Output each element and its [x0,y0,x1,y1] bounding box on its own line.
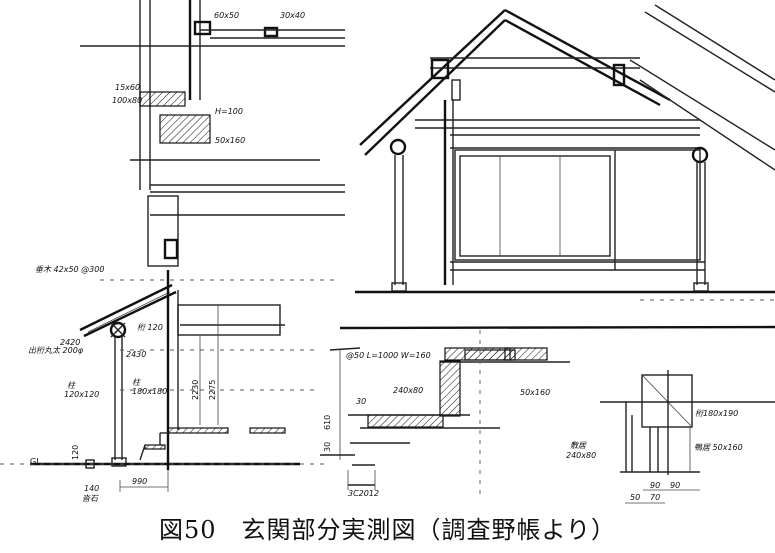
label-bottom-dims: 3C2012 [348,489,379,498]
label-height-beam: 2430 [126,350,146,359]
label-floor-board: 50x160 [520,388,550,397]
label-post-1-name: 柱 [67,381,76,390]
label-dim-1: 90 [650,481,660,490]
label-beam-top-1: 60x50 [214,11,239,20]
step-detail-drawing [320,325,775,500]
label-dim-3: 50 [630,493,640,502]
label-plinth-height: 120 [71,445,80,460]
label-span: 990 [132,477,147,486]
label-height-eave: 2420 [60,338,80,347]
label-step-2: 30 [323,442,332,452]
label-hip: 桁 120 [137,323,163,332]
figure-caption: 図50 玄関部分実測図（調査野帳より） [158,516,617,544]
label-post-2-size: 180x180 [132,387,167,396]
dimension-labels: 60x50 30x40 15x60 100x80 H=100 50x160 垂木… [28,11,743,503]
label-rafter: 垂木 42x50 @300 [35,265,104,274]
label-beam: 桁180x190 [695,409,738,418]
label-ground-line: GL [30,457,41,466]
label-member-2: 100x80 [112,96,142,105]
label-height-1: 2230 [191,380,200,400]
label-dim-2: 90 [670,481,680,490]
label-stone-name: 沓石 [82,494,100,503]
label-stone-width: 140 [84,484,99,493]
label-lintel: 鴨居 50x160 [694,443,743,452]
label-member-4: 50x160 [215,136,245,145]
label-purlin: 出桁丸太 200φ [28,346,84,355]
label-dim-4: 70 [650,493,660,502]
label-stair-height: 610 [323,415,332,430]
label-height-2: 2275 [208,380,217,400]
label-member-3: H=100 [215,107,243,116]
label-sill-size: 240x80 [566,451,596,460]
label-member-1: 15x60 [115,83,140,92]
label-post-2-name: 柱 [132,378,141,387]
entrance-section-drawing [0,0,345,492]
label-post-1-size: 120x120 [64,390,99,399]
label-beam-top-2: 30x40 [280,11,305,20]
label-sill-name: 敷居 [570,441,587,450]
entrance-elevation-drawing [355,4,775,301]
post-joint-detail-drawing [600,370,775,504]
label-riser-board: 240x80 [393,386,423,395]
label-tread: @50 L=1000 W=160 [346,351,431,360]
label-step-1: 30 [356,397,366,406]
